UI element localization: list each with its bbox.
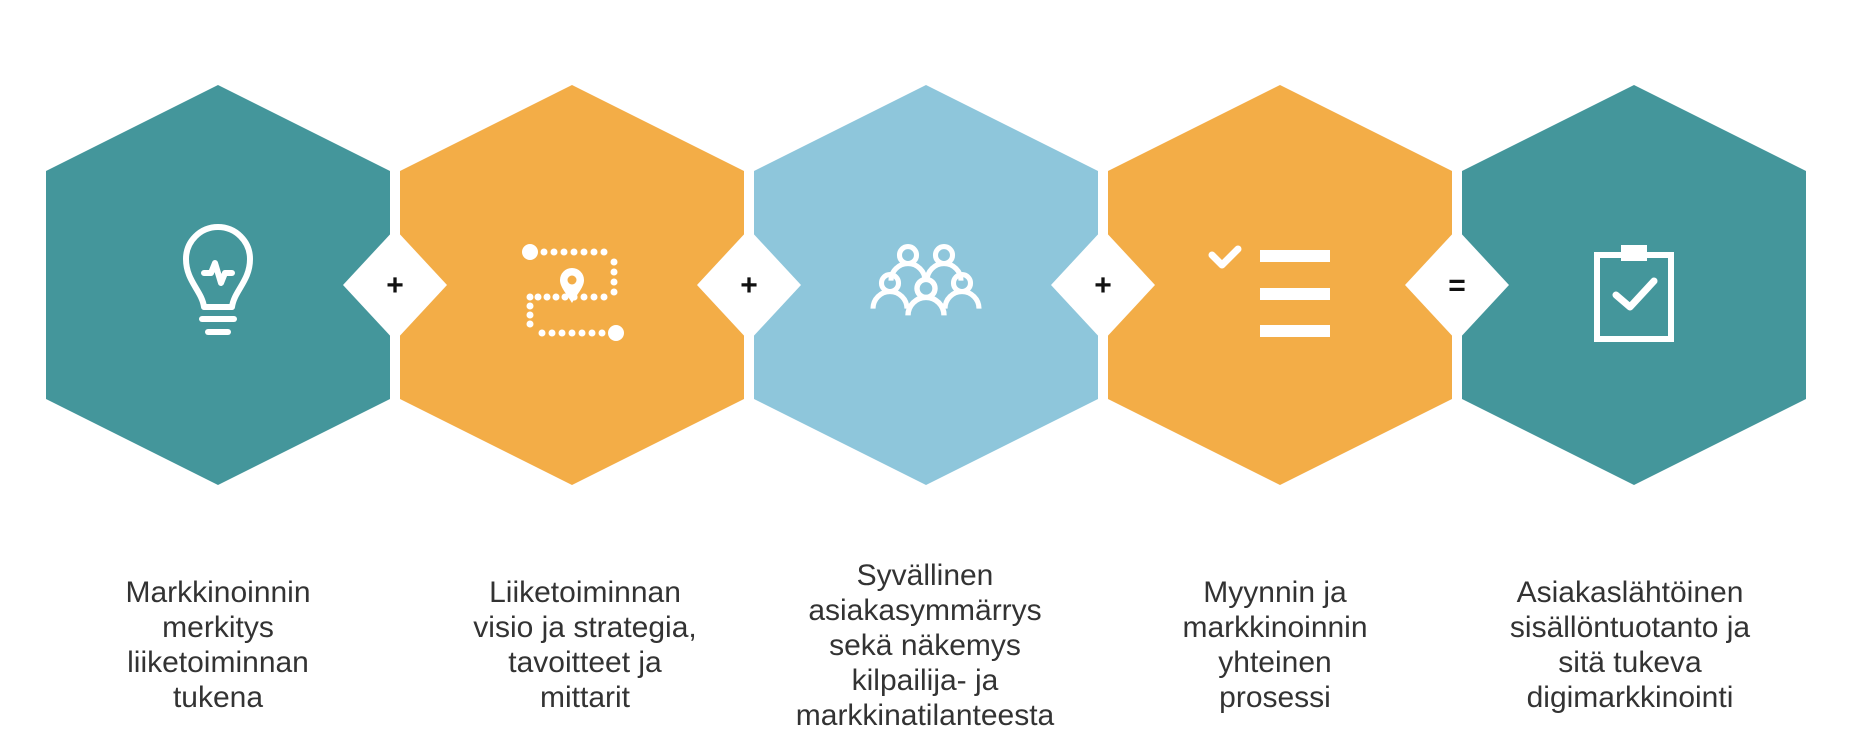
label-line: asiakasymmärrys xyxy=(808,593,1042,627)
operator-symbol: + xyxy=(740,269,758,302)
operator-symbol: + xyxy=(1094,269,1112,302)
hexagon-step-5 xyxy=(1462,85,1806,485)
checklist-icon xyxy=(1208,245,1330,337)
label-line: kilpailija- ja xyxy=(851,663,999,697)
label-line: visio ja strategia, xyxy=(473,611,697,644)
hexagon-step-3 xyxy=(754,85,1098,485)
label-line: prosessi xyxy=(1219,681,1331,714)
operator-diamond xyxy=(697,229,801,341)
hexagon-step-4 xyxy=(1108,85,1452,485)
label-line: Markkinoinnin xyxy=(125,576,311,609)
label-line: liiketoiminnan xyxy=(127,646,309,679)
operator-diamond xyxy=(1405,229,1509,341)
label-line: Asiakaslähtöinen xyxy=(1516,576,1744,609)
route-map-icon xyxy=(522,244,624,341)
label-line: sitä tukeva xyxy=(1558,646,1702,679)
label-line: markkinatilanteesta xyxy=(795,698,1055,732)
operator-symbol: + xyxy=(386,269,404,302)
label-line: mittarit xyxy=(540,681,630,714)
label-line: merkitys xyxy=(162,611,274,644)
label-line: digimarkkinointi xyxy=(1526,681,1734,714)
label-line: markkinoinnin xyxy=(1182,611,1368,644)
people-group-icon xyxy=(870,244,982,316)
label-line: Myynnin ja xyxy=(1203,576,1347,609)
label-line: tavoitteet ja xyxy=(508,646,662,679)
clipboard-check-icon xyxy=(1594,245,1674,342)
label-line: tukena xyxy=(172,681,264,714)
hexagon-process-diagram: + + + = xyxy=(46,85,1806,485)
operator-diamond xyxy=(1051,229,1155,341)
label-line: sisällöntuotanto ja xyxy=(1509,611,1751,644)
label-line: sekä näkemys xyxy=(829,628,1021,662)
label-line: yhteinen xyxy=(1218,646,1332,679)
lightbulb-icon xyxy=(183,224,253,335)
label-line: Liiketoiminnan xyxy=(489,576,681,609)
label-line: Syvällinen xyxy=(856,558,994,592)
operator-diamond xyxy=(343,229,447,341)
operator-symbol: = xyxy=(1448,269,1466,302)
hexagon-step-1 xyxy=(46,85,390,485)
